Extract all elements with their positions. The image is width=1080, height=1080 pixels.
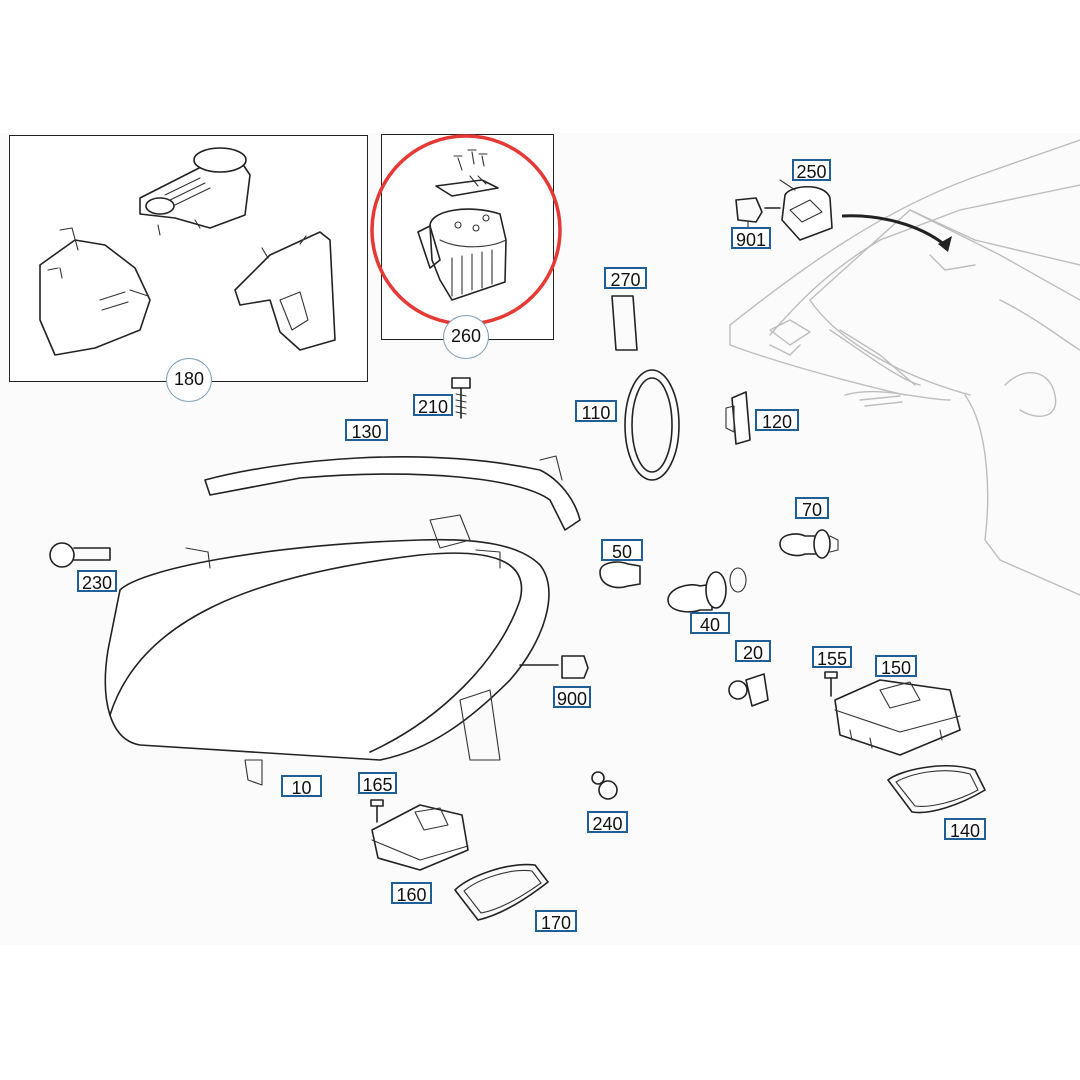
bulb-70-drawing [779, 529, 839, 559]
bolt-230-drawing [49, 542, 111, 568]
socket-250-drawing [735, 185, 833, 241]
label-210[interactable]: 210 [413, 394, 453, 417]
label-260[interactable]: 260 [443, 315, 489, 359]
label-250[interactable]: 250 [792, 159, 831, 182]
fastener-240-drawing [591, 771, 618, 800]
headlight-10-drawing [104, 514, 589, 786]
label-180[interactable]: 180 [166, 358, 212, 402]
module-260-drawing [417, 149, 507, 301]
label-170[interactable]: 170 [535, 910, 577, 933]
label-50[interactable]: 50 [601, 539, 643, 562]
screw-155-drawing [824, 671, 838, 697]
gasket-140-drawing [887, 765, 986, 814]
label-120[interactable]: 120 [755, 409, 799, 432]
screw-210-drawing [451, 377, 471, 419]
socket-20-drawing [728, 673, 769, 707]
gasket-170-drawing [454, 863, 549, 921]
control-unit-150-drawing [834, 679, 961, 756]
bulb-50-drawing [599, 561, 641, 589]
curved-arrow-icon [841, 214, 946, 247]
label-10[interactable]: 10 [281, 775, 322, 798]
label-130[interactable]: 130 [345, 419, 388, 442]
label-70[interactable]: 70 [795, 497, 829, 520]
label-900[interactable]: 900 [553, 686, 591, 709]
gasket-270-drawing [611, 295, 638, 351]
label-40[interactable]: 40 [690, 612, 730, 635]
label-165[interactable]: 165 [358, 772, 397, 795]
label-270[interactable]: 270 [604, 267, 647, 290]
label-150[interactable]: 150 [875, 655, 917, 678]
holder-120-drawing [725, 391, 751, 445]
label-240[interactable]: 240 [587, 811, 628, 834]
label-140[interactable]: 140 [944, 818, 986, 841]
label-20[interactable]: 20 [735, 640, 771, 663]
ring-110-drawing [624, 369, 680, 481]
trim-strip-130-drawing [204, 456, 581, 531]
label-901[interactable]: 901 [731, 227, 771, 250]
label-110[interactable]: 110 [575, 400, 617, 423]
screw-165-drawing [370, 799, 384, 823]
label-230[interactable]: 230 [77, 570, 117, 593]
vehicle-outline [729, 139, 1080, 596]
bulb-40-drawing [667, 567, 747, 613]
inset-180-drawing [39, 147, 336, 356]
label-155[interactable]: 155 [812, 646, 852, 669]
arrow-head-icon [938, 236, 952, 252]
label-160[interactable]: 160 [391, 882, 432, 905]
control-unit-160-drawing [371, 804, 469, 871]
